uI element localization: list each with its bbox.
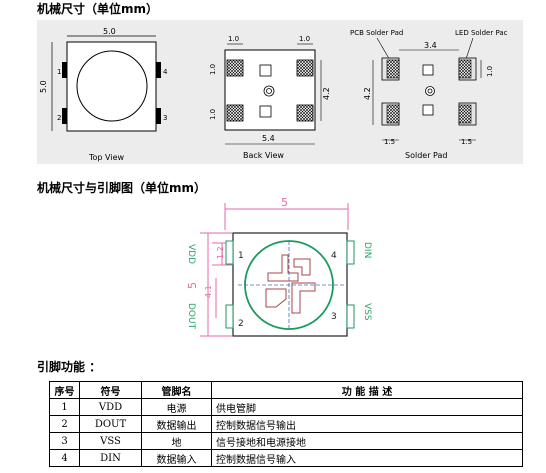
table-row: 2 DOUT 数据输出 控制数据信号输出 [49, 415, 523, 433]
top-view-pin-4: 4 [163, 68, 168, 76]
header-symbol: 符号 [79, 381, 142, 399]
solder-pad-height-label: 4.2 [363, 87, 372, 100]
pin-diagram-height-label: 5 [186, 282, 199, 289]
mechanical-drawing: 5.0 5.0 1 4 2 3 Top View 1.0 1.0 1.0 1.0 [39, 27, 508, 162]
pin-diagram-pin-3: 3 [331, 312, 337, 322]
back-view-height-label: 4.2 [322, 87, 331, 100]
back-view-pad [226, 104, 244, 122]
back-view-caption: Back View [243, 151, 284, 160]
back-view-pad [226, 59, 244, 77]
pin-diagram-width-label: 5 [281, 196, 288, 209]
cell-pin-name: 数据输入 [141, 449, 212, 467]
top-view-pin-1: 1 [57, 68, 61, 76]
cell-index: 2 [49, 415, 80, 433]
cell-symbol: DOUT [79, 415, 142, 433]
pin-diagram-pin-1: 1 [238, 251, 244, 261]
solder-pad-caption: Solder Pad [405, 151, 447, 160]
solder-pad-height-label-small: 1.0 [486, 66, 494, 77]
table-row: 3 VSS 地 信号接地和电源接地 [49, 432, 523, 450]
cell-symbol: VSS [79, 432, 142, 450]
pin-diagram-pad-label: 1.2 [216, 246, 225, 259]
vdd-label: VDD [186, 244, 196, 264]
header-index: 序号 [49, 381, 80, 399]
top-view-lead [156, 62, 161, 78]
din-label: DIN [362, 242, 372, 258]
cell-symbol: VDD [79, 398, 142, 416]
top-view-lead [62, 62, 67, 78]
top-view-caption: Top View [88, 153, 124, 162]
solder-pad-view: PCB Solder Pad LED Solder Pac 3.4 1.0 4.… [350, 29, 508, 160]
cell-description: 控制数据信号输入 [211, 449, 523, 467]
table-row: 4 DIN 数据输入 控制数据信号输入 [49, 449, 523, 467]
cell-symbol: DIN [79, 449, 142, 467]
pin-diagram-pin-4: 4 [331, 251, 337, 261]
solder-pad-right-width: 1.5 [461, 138, 472, 146]
cell-description: 控制数据信号输出 [211, 415, 523, 433]
top-view: 5.0 5.0 1 4 2 3 Top View [39, 27, 168, 162]
top-view-height-label: 5.0 [39, 80, 48, 93]
top-view-lead [156, 108, 161, 124]
cell-pin-name: 数据输出 [141, 415, 212, 433]
top-view-lens [76, 50, 148, 122]
pin-diagram-pin-2: 2 [238, 319, 244, 329]
cell-pin-name: 地 [141, 432, 212, 450]
cell-pin-name: 电源 [141, 398, 212, 416]
cell-index: 3 [49, 432, 80, 450]
table-row: 1 VDD 电源 供电管脚 [49, 398, 523, 416]
cell-description: 信号接地和电源接地 [211, 432, 523, 450]
dout-label: DOUT [186, 303, 196, 330]
back-view-pad [296, 104, 314, 122]
vss-label: VSS [362, 303, 372, 321]
top-view-pin-2: 2 [57, 114, 61, 122]
pin-diagram-lead-4 [346, 240, 355, 265]
solder-pad-left-width: 1.5 [384, 138, 395, 146]
back-view-pad [296, 59, 314, 77]
header-description: 功 能 描 述 [211, 381, 523, 399]
led-solder-pad-label: LED Solder Pac [455, 29, 508, 37]
cell-index: 4 [49, 449, 80, 467]
top-view-pin-3: 3 [163, 114, 167, 122]
pcb-solder-pad-label: PCB Solder Pad [350, 29, 403, 37]
back-view-width-label: 5.4 [262, 134, 275, 143]
pin-function-heading: 引脚功能 ： [37, 360, 102, 374]
back-view-pad-width-top: 1.0 [228, 35, 239, 43]
cell-description: 供电管脚 [211, 398, 523, 416]
table-header-row: 序号 符号 管脚名 功 能 描 述 [49, 381, 523, 399]
pin-function-table: 序号 符号 管脚名 功 能 描 述 1 VDD 电源 供电管脚 2 DOUT 数… [49, 381, 523, 467]
top-view-lead [62, 108, 67, 124]
back-view-pad-width-right: 1.0 [299, 35, 310, 43]
pinmap-heading: 机械尺寸与引脚图（单位mm） [37, 181, 207, 195]
mech-dimensions-heading: 机械尺寸（单位mm） [37, 2, 159, 16]
solder-pad-gap-label: 3.4 [424, 41, 437, 50]
header-pin-name: 管脚名 [141, 381, 212, 399]
mechanical-drawing-panel: 5.0 5.0 1 4 2 3 Top View 1.0 1.0 1.0 1.0 [37, 20, 523, 164]
cell-index: 1 [49, 398, 80, 416]
back-view-pad-height-top: 1.0 [209, 64, 217, 75]
pin-diagram-spacing-label: 4.1 [204, 285, 213, 298]
pin-diagram-lead-3 [346, 304, 355, 329]
pin-diagram-lead-2 [225, 304, 234, 329]
pin-diagram: 5 5 1.2 4.1 1 4 2 3 VDD DIN DOUT VSS [186, 196, 372, 337]
top-view-width-label: 5.0 [103, 27, 116, 36]
back-view: 1.0 1.0 1.0 1.0 4.2 5.4 Back View [209, 35, 331, 160]
back-view-pad-height-bottom: 1.0 [209, 109, 217, 120]
pin-diagram-lead-1 [225, 240, 234, 265]
